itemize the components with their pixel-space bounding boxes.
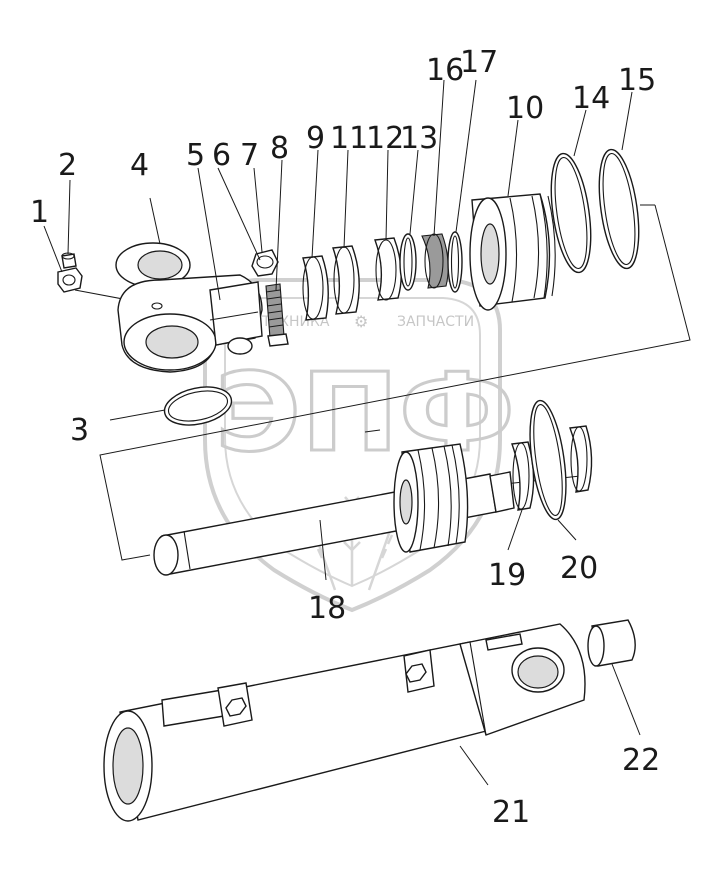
part-3-snap-ring <box>109 386 233 426</box>
callout-1: 1 <box>30 195 49 230</box>
part-15-o-ring <box>598 148 640 270</box>
callout-3: 3 <box>70 413 89 448</box>
callout-14: 14 <box>572 81 610 116</box>
callout-22: 22 <box>622 743 660 778</box>
callout-21: 21 <box>492 795 530 830</box>
callout-19: 19 <box>488 558 526 593</box>
callout-5: 5 <box>186 138 205 173</box>
callout-17: 17 <box>460 45 498 80</box>
callout-13: 13 <box>400 121 438 156</box>
part-10-gland <box>469 193 556 311</box>
callout-2: 2 <box>58 148 77 183</box>
part-4-rod-eye <box>115 242 263 373</box>
seal-rings-upper <box>302 231 463 321</box>
part-1-nut <box>57 267 83 293</box>
part-21-cylinder-barrel <box>103 623 586 822</box>
callout-16: 16 <box>426 53 464 88</box>
part-5-8-bolt-assembly <box>251 249 289 347</box>
callout-12: 12 <box>366 121 404 156</box>
watermark-monogram: ЭПФ <box>215 351 515 476</box>
callout-15: 15 <box>618 63 656 98</box>
part-9-ring <box>302 255 329 321</box>
part-17-ring <box>447 231 463 293</box>
callout-4: 4 <box>130 148 149 183</box>
callout-9: 9 <box>306 121 325 156</box>
watermark-gear-icon: ⚙ <box>354 312 368 331</box>
callout-labels: 1 2 4 5 6 7 8 9 11 12 13 16 17 10 14 15 … <box>30 45 660 830</box>
callout-7: 7 <box>240 138 259 173</box>
part-13-ring <box>399 233 417 291</box>
callout-leaders <box>43 79 641 786</box>
callout-8: 8 <box>270 131 289 166</box>
part-14-o-ring <box>550 152 592 274</box>
watermark-brand-right: ЗАПЧАСТИ <box>397 314 474 330</box>
callout-18: 18 <box>308 591 346 626</box>
callout-6: 6 <box>212 138 231 173</box>
part-22-bushing <box>587 619 636 667</box>
callout-10: 10 <box>506 91 544 126</box>
mount-bracket-left <box>161 682 253 727</box>
part-12-ring <box>374 237 402 301</box>
callout-20: 20 <box>560 551 598 586</box>
part-18-piston-rod <box>153 443 515 576</box>
part-16-ring <box>421 233 449 289</box>
mount-bracket-right <box>403 649 435 693</box>
part-11-ring <box>332 245 360 315</box>
part-20-ring <box>529 399 593 521</box>
part-2-grease-fitting <box>61 252 77 269</box>
callout-11: 11 <box>330 121 368 156</box>
